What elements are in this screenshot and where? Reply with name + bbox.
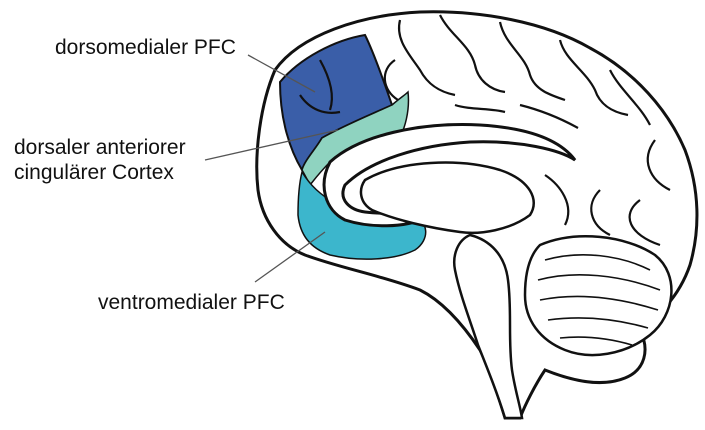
dacc-label-line2: cingulärer Cortex [14,160,186,185]
cerebellum [525,236,671,355]
dmpfc-label: dorsomedialer PFC [55,35,236,60]
dacc-label: dorsaler anteriorer cingulärer Cortex [14,135,186,185]
dacc-label-line1: dorsaler anteriorer [14,135,186,160]
vmpfc-label: ventromedialer PFC [98,290,285,315]
